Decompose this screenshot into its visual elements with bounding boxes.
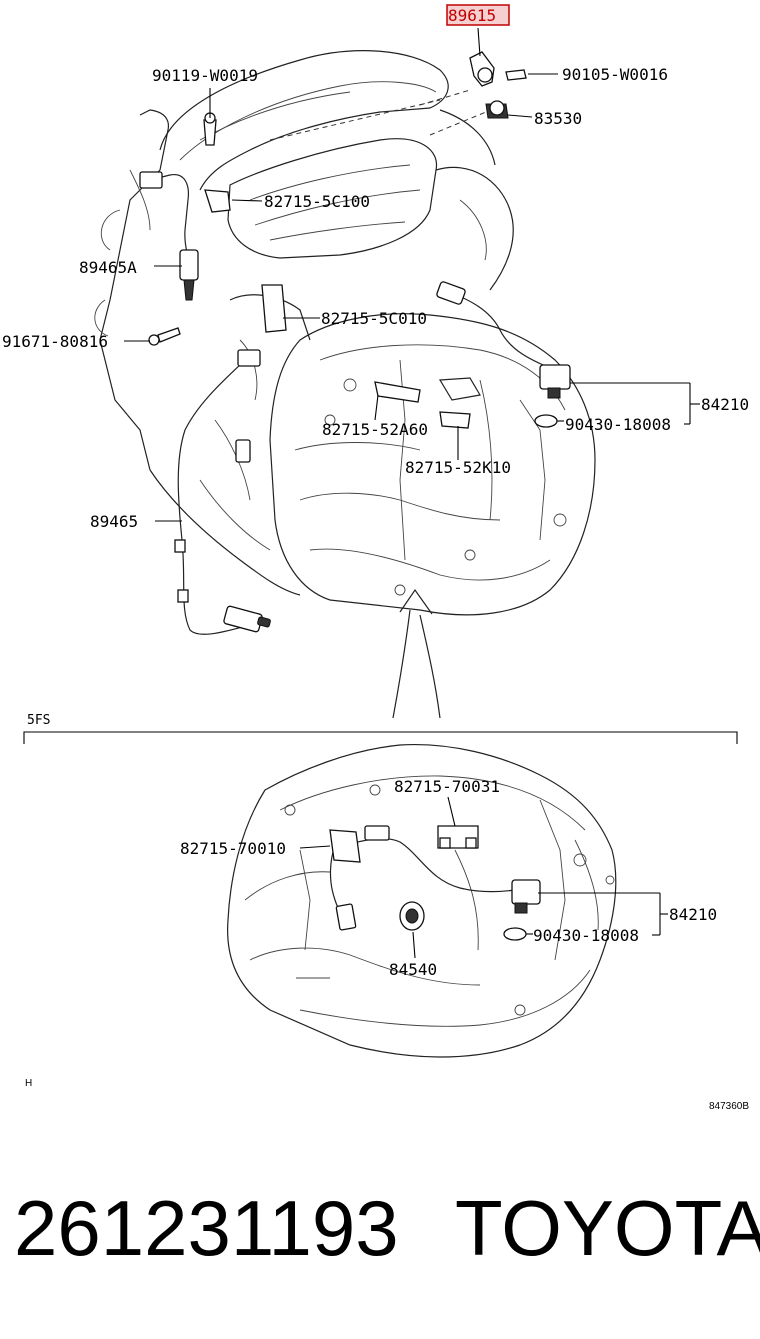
label-90119[interactable]: 90119-W0019: [152, 66, 258, 85]
section-title-5fs: 5FS: [27, 713, 50, 728]
label-82715-52a60[interactable]: 82715-52A60: [322, 420, 428, 439]
label-89465a[interactable]: 89465A: [79, 258, 137, 277]
diagram-code: 847360B: [709, 1101, 749, 1112]
crankshaft-position-sensor-89615: [469, 51, 495, 87]
label-84210-upper[interactable]: 84210: [701, 395, 749, 414]
footer-part-number: 261231193: [14, 1184, 399, 1272]
label-83530[interactable]: 83530: [534, 109, 582, 128]
label-82715-52k10[interactable]: 82715-52K10: [405, 458, 511, 477]
label-84540[interactable]: 84540: [389, 960, 437, 979]
label-89465[interactable]: 89465: [90, 512, 138, 531]
label-82715-70010[interactable]: 82715-70010: [180, 839, 286, 858]
section-bracket: [23, 731, 738, 744]
footer-brand: TOYOTA: [455, 1184, 760, 1272]
bolts-and-switch-upper: [148, 69, 527, 346]
highlight-box: [446, 4, 510, 26]
callout-labels-upper: 89615 90119-W0019 90105-W0016 83530 8271…: [2, 4, 749, 531]
label-82715-5c100[interactable]: 82715-5C100: [264, 192, 370, 211]
oxygen-sensor-89465a: [139, 171, 199, 301]
leader-lines-lower: [299, 796, 668, 959]
leader-lines-upper: [124, 27, 700, 522]
speed-sensor-wiring-5fs: [329, 825, 541, 941]
label-90105[interactable]: 90105-W0016: [562, 65, 668, 84]
section-5fs: 5FS: [23, 713, 738, 744]
label-82715-5c010[interactable]: 82715-5C010: [321, 309, 427, 328]
label-90430-lower[interactable]: 90430-18008: [533, 926, 639, 945]
corner-mark: H: [25, 1078, 32, 1089]
label-84210-lower[interactable]: 84210: [669, 905, 717, 924]
label-82715-70031[interactable]: 82715-70031: [394, 777, 500, 796]
label-91671[interactable]: 91671-80816: [2, 332, 108, 351]
label-90430-upper[interactable]: 90430-18008: [565, 415, 671, 434]
engine-assembly-illustration: [94, 50, 596, 719]
oxygen-sensor-89465: [174, 349, 271, 635]
speed-sensor-wiring-upper: [436, 281, 571, 428]
highlighted-part-number[interactable]: 89615: [448, 6, 496, 25]
brackets-upper: [204, 189, 481, 429]
callout-labels-lower: 82715-70031 82715-70010 84210 90430-1800…: [180, 777, 717, 979]
transmission-5fs-illustration: [227, 743, 617, 1058]
